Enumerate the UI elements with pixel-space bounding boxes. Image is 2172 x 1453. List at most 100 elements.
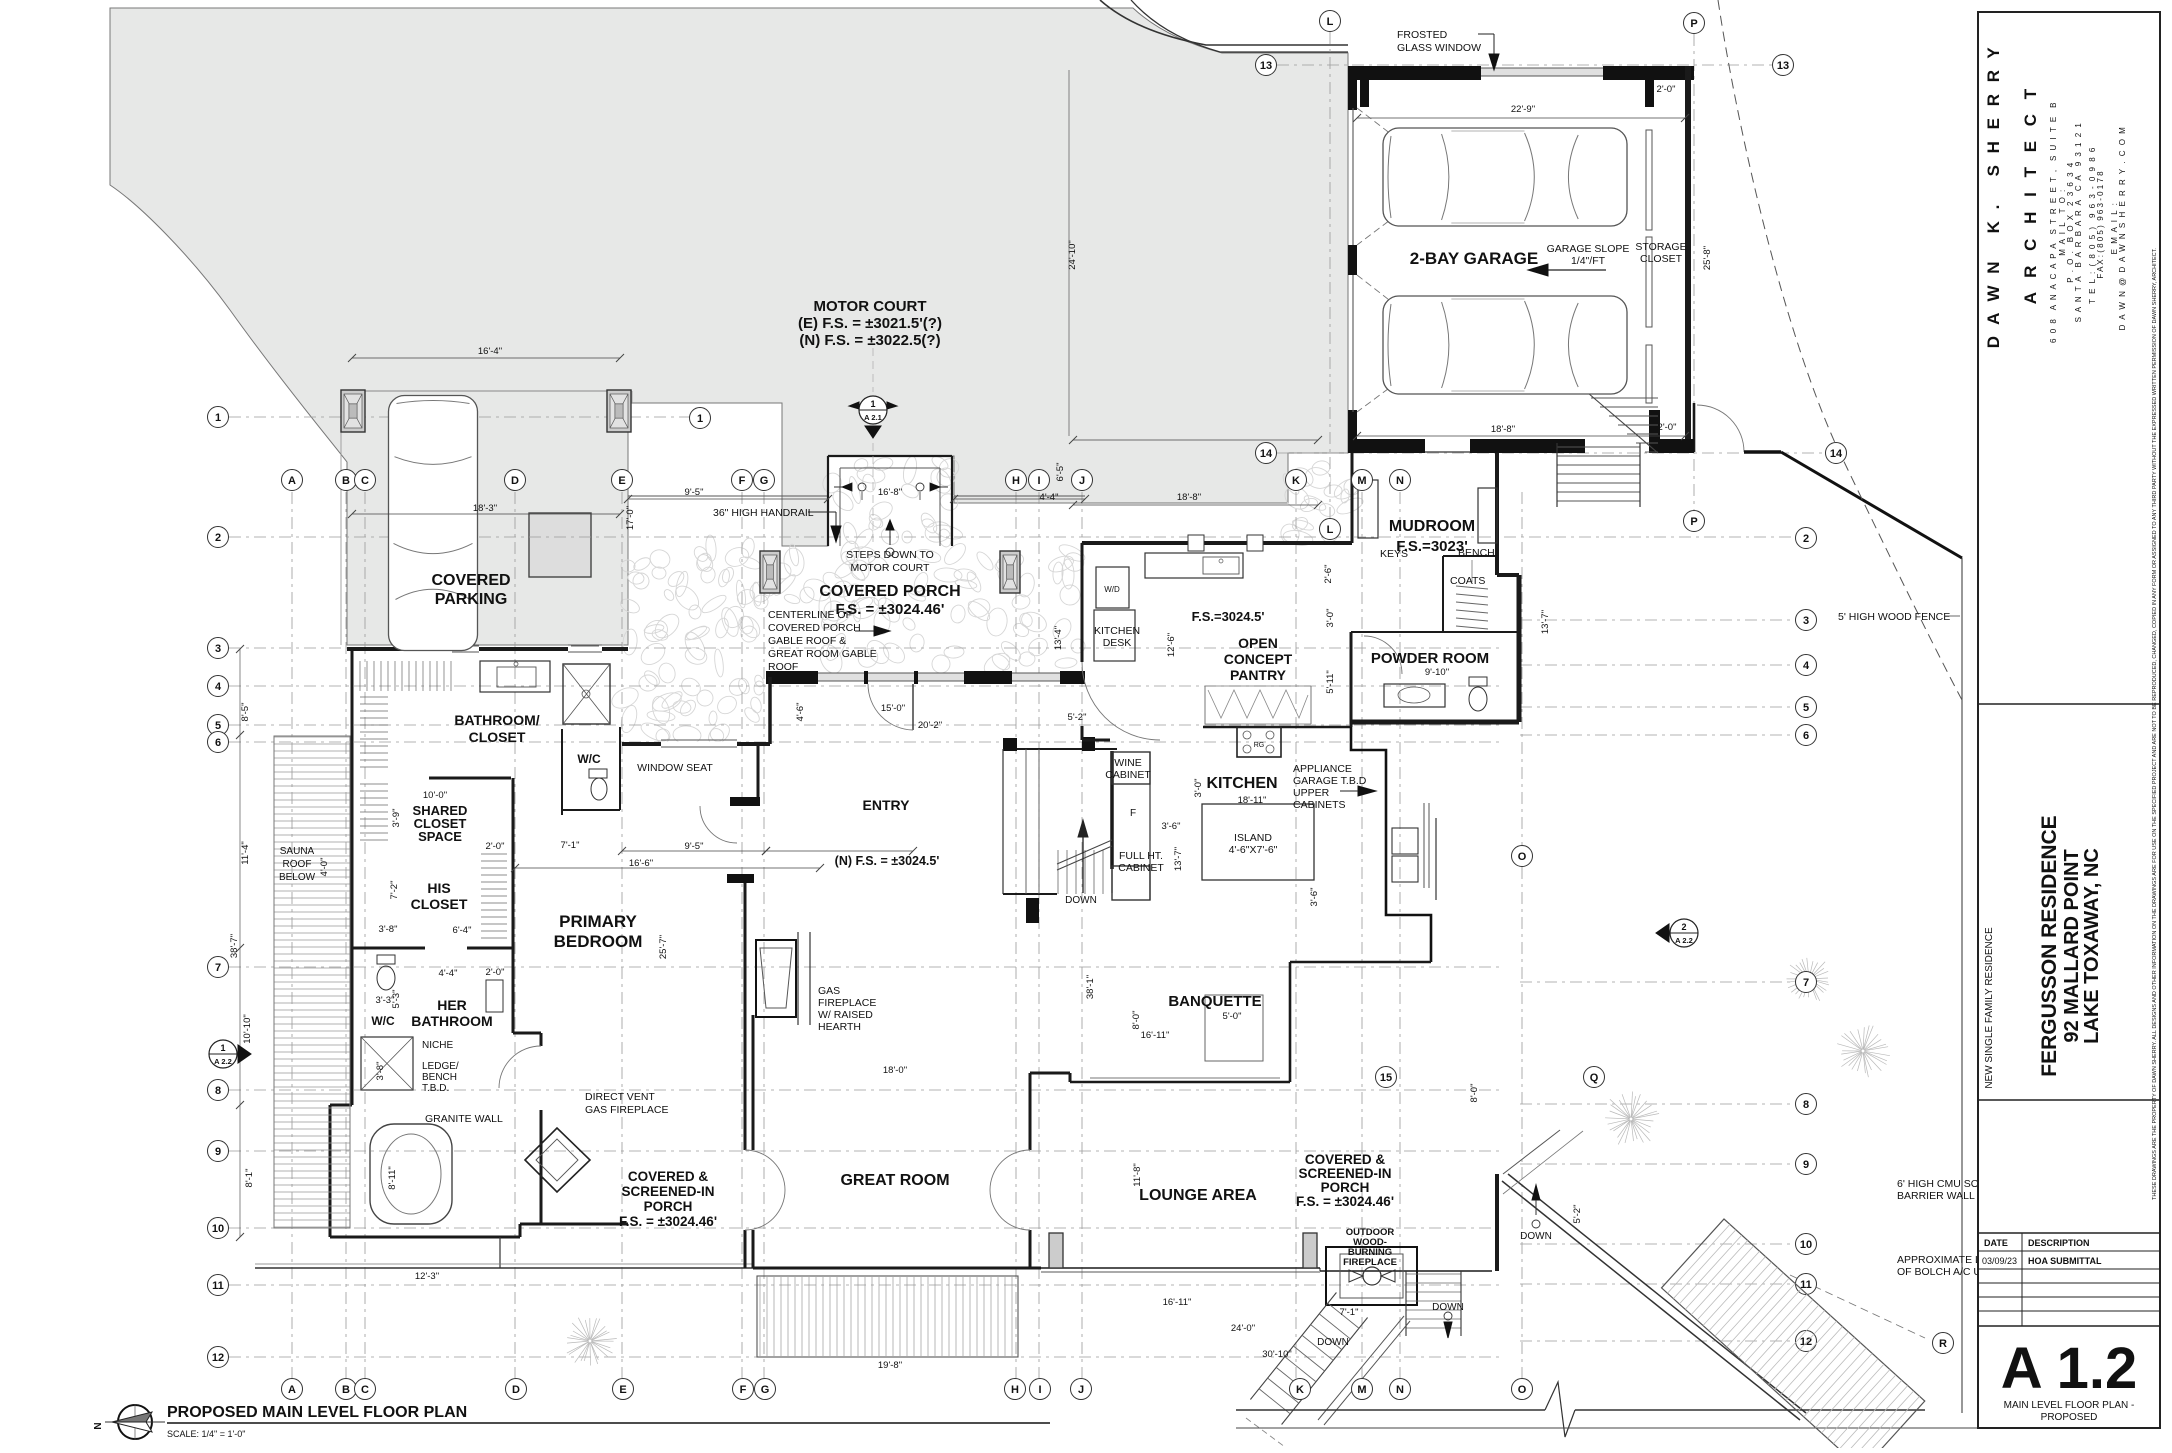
svg-text:G: G [760,475,769,487]
svg-text:1: 1 [220,1043,225,1053]
svg-text:BENCH: BENCH [422,1072,457,1083]
svg-text:COVERED PORCH: COVERED PORCH [768,622,861,634]
svg-text:FROSTED: FROSTED [1397,29,1448,41]
svg-text:1: 1 [870,399,875,409]
svg-text:3'-8": 3'-8" [375,1062,386,1081]
svg-text:6'-4": 6'-4" [453,925,472,936]
svg-text:LAKE TOXAWAY, NC: LAKE TOXAWAY, NC [2081,848,2103,1044]
svg-text:3'-9": 3'-9" [391,809,402,828]
svg-text:CABINET: CABINET [1118,862,1164,874]
svg-text:C: C [361,1384,369,1396]
svg-text:COVERED PORCH: COVERED PORCH [819,583,960,600]
svg-text:GARAGE SLOPE: GARAGE SLOPE [1547,243,1630,255]
svg-text:FULL HT.: FULL HT. [1119,850,1163,862]
svg-text:SPACE: SPACE [418,829,462,844]
svg-text:4'-4": 4'-4" [1040,492,1059,503]
svg-text:B: B [342,1384,350,1396]
svg-text:A 2.2: A 2.2 [1675,936,1693,945]
svg-text:O: O [1518,1384,1527,1396]
svg-text:LOUNGE AREA: LOUNGE AREA [1139,1187,1257,1204]
svg-text:W/C: W/C [371,1014,395,1028]
svg-text:E: E [619,1384,626,1396]
svg-text:DOWN: DOWN [1065,895,1097,906]
svg-text:T.B.D.: T.B.D. [422,1083,449,1094]
svg-text:3'-6": 3'-6" [1162,821,1181,832]
svg-text:F: F [739,475,746,487]
svg-text:18'-8": 18'-8" [1491,424,1515,435]
svg-text:8: 8 [1803,1099,1809,1111]
svg-text:ENTRY: ENTRY [863,797,911,813]
svg-text:FIREPLACE: FIREPLACE [818,997,876,1009]
svg-text:4'-4": 4'-4" [439,968,458,979]
svg-text:E: E [618,475,625,487]
svg-text:SCALE: 1/4" = 1'-0": SCALE: 1/4" = 1'-0" [167,1429,245,1439]
svg-text:ROOF: ROOF [283,859,312,870]
svg-text:8'-0": 8'-0" [1131,1011,1142,1030]
svg-text:PROPOSED: PROPOSED [2041,1412,2098,1423]
svg-text:8: 8 [215,1085,221,1097]
svg-text:6: 6 [1803,730,1809,742]
svg-text:3'-6": 3'-6" [1309,888,1320,907]
svg-text:03/09/23: 03/09/23 [1982,1256,2017,1266]
svg-text:GREAT ROOM: GREAT ROOM [840,1172,949,1189]
svg-text:5'-3": 5'-3" [391,990,402,1009]
svg-text:12'-6": 12'-6" [1166,633,1177,657]
svg-text:CLOSET: CLOSET [1640,253,1683,265]
svg-text:MOTOR COURT: MOTOR COURT [813,298,926,315]
svg-text:PORCH: PORCH [1321,1180,1370,1195]
svg-text:6'-5": 6'-5" [1055,463,1066,482]
svg-text:DOWN: DOWN [1432,1302,1464,1313]
svg-text:19'-8": 19'-8" [878,1360,902,1371]
svg-text:GAS: GAS [818,985,840,997]
svg-text:KITCHEN: KITCHEN [1206,775,1277,792]
svg-text:PORCH: PORCH [644,1199,693,1214]
svg-text:1/4"/FT: 1/4"/FT [1571,255,1606,267]
svg-text:20'-2": 20'-2" [918,720,942,731]
svg-text:3'-0": 3'-0" [1325,609,1336,628]
svg-text:HER: HER [437,997,467,1013]
svg-text:2: 2 [1803,533,1809,545]
svg-text:25'-8": 25'-8" [1702,246,1713,270]
svg-text:GABLE ROOF &: GABLE ROOF & [768,635,846,647]
svg-text:MUDROOM: MUDROOM [1389,518,1475,535]
svg-text:PRIMARY: PRIMARY [559,912,637,931]
svg-text:H: H [1012,475,1020,487]
svg-text:GRANITE WALL: GRANITE WALL [425,1113,503,1125]
svg-text:6: 6 [215,737,221,749]
svg-text:SCREENED-IN: SCREENED-IN [621,1184,714,1199]
svg-text:10: 10 [212,1223,224,1235]
svg-text:M: M [1357,1384,1366,1396]
svg-text:7: 7 [215,962,221,974]
svg-text:A 2.1: A 2.1 [864,413,882,422]
svg-text:DOWN: DOWN [1317,1337,1349,1348]
svg-text:4: 4 [215,681,222,693]
svg-text:COATS: COATS [1450,575,1485,587]
svg-text:A 1.2: A 1.2 [2001,1336,2137,1401]
svg-text:BENCH: BENCH [1458,547,1495,559]
svg-text:7: 7 [1803,977,1809,989]
svg-text:RG: RG [1254,742,1265,749]
svg-text:4: 4 [1803,660,1810,672]
svg-text:APPLIANCE: APPLIANCE [1293,763,1352,775]
svg-text:DATE: DATE [1984,1238,2008,1248]
svg-text:12'-3": 12'-3" [415,1271,439,1282]
svg-text:ROOF: ROOF [768,661,798,673]
svg-text:BANQUETTE: BANQUETTE [1168,993,1261,1010]
svg-text:POWDER ROOM: POWDER ROOM [1371,650,1489,667]
svg-text:PARKING: PARKING [435,591,508,608]
svg-text:D: D [512,1384,520,1396]
svg-text:R: R [1939,1338,1947,1350]
svg-text:J: J [1078,1384,1084,1396]
svg-text:17'-0": 17'-0" [625,506,636,530]
svg-text:G: G [761,1384,770,1396]
svg-text:FERGUSSON RESIDENCE: FERGUSSON RESIDENCE [2038,815,2061,1076]
svg-text:L: L [1327,524,1334,536]
svg-text:WINE: WINE [1114,757,1141,769]
svg-text:10'-10": 10'-10" [242,1014,253,1043]
svg-text:8'-11": 8'-11" [387,1166,398,1190]
svg-text:5: 5 [215,720,221,732]
svg-text:CLOSET: CLOSET [411,896,468,912]
svg-text:MAIN LEVEL FLOOR PLAN -: MAIN LEVEL FLOOR PLAN - [2004,1400,2135,1411]
svg-text:24'-0": 24'-0" [1231,1323,1255,1334]
svg-text:9'-5": 9'-5" [685,487,704,498]
